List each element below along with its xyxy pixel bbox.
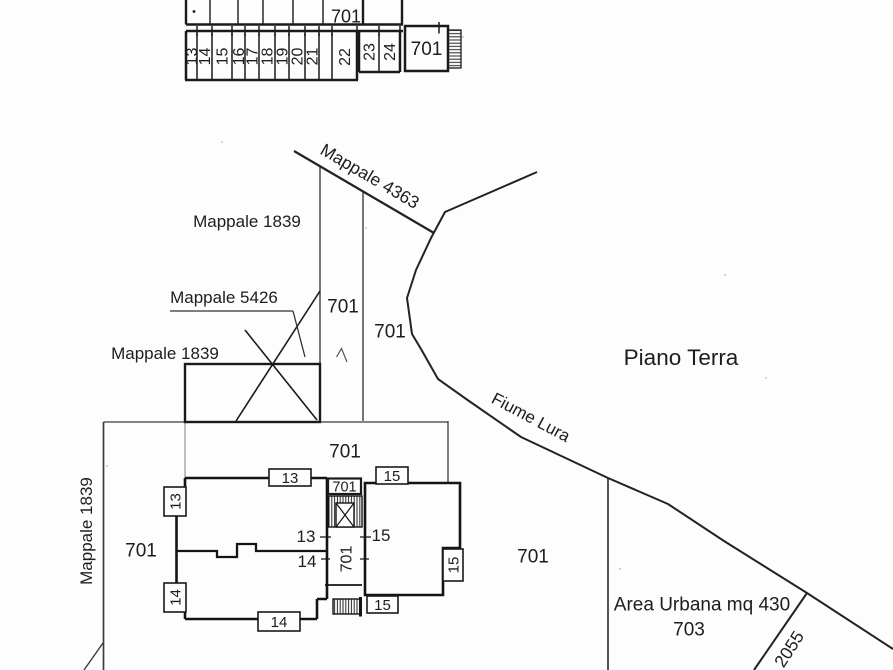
garage-box-701-label: 701 — [411, 39, 443, 60]
road-strip — [319, 167, 364, 421]
tag-box-13-left — [163, 486, 187, 517]
left-apartment-walls — [175, 476, 329, 621]
unit-tag-boxes — [163, 466, 464, 632]
parcel-701-right-label: 701 — [517, 547, 549, 568]
stall-19-label: 19 — [275, 48, 292, 66]
stall-14-label: 14 — [197, 48, 214, 66]
right-apartment-walls — [363, 481, 462, 597]
boundary-left-diagonal — [83, 642, 104, 670]
unit-15-bottom-tag: 15 — [374, 597, 391, 614]
stall-20-label: 20 — [290, 48, 307, 66]
mappale-1839-left-label: Mappale 1839 — [77, 477, 96, 585]
road-701-label-c: 701 — [329, 442, 361, 463]
garage-upper-row-dividers — [209, 0, 324, 24]
stall-13-label: 13 — [184, 48, 201, 66]
garage-upper-row-frame — [184, 0, 404, 26]
building-plan — [175, 476, 462, 621]
unit-15-right-tag: 15 — [445, 557, 462, 574]
garage-upper-701-label: 701 — [331, 6, 361, 26]
unit-boundary-ticks — [320, 536, 371, 560]
stair-hatch-box — [447, 29, 462, 69]
leader-arrow-mark — [335, 347, 348, 363]
floor-title: Piano Terra — [624, 345, 739, 370]
parcel-701-left-label: 701 — [125, 541, 157, 562]
unit-13-inner-label: 13 — [297, 527, 316, 546]
stall-24-label: 24 — [382, 43, 399, 61]
scan-noise — [106, 36, 767, 570]
area-urbana-label: Area Urbana mq 430 — [614, 595, 790, 616]
unit-14-inner-label: 14 — [298, 552, 317, 571]
unit-15-top-tag: 15 — [384, 468, 401, 485]
x-structure-diagonals — [235, 290, 321, 422]
garage-strip — [184, 0, 462, 82]
mappale-1839-mid-label: Mappale 1839 — [111, 344, 219, 363]
survey-ticks — [196, 22, 440, 36]
mappale-4363-line — [293, 150, 435, 234]
unit-14-left-tag: 14 — [167, 589, 184, 606]
parcel-2055-label: 2055 — [770, 627, 808, 670]
stall-21-label: 21 — [305, 48, 322, 66]
stall-18-label: 18 — [260, 48, 277, 66]
parcel-2055-line — [753, 592, 808, 670]
mappale-5426-leader — [170, 310, 306, 358]
stall-22-label: 22 — [337, 48, 354, 66]
core-701-tag-label: 701 — [332, 480, 356, 496]
unit-15-inner-label: 15 — [372, 526, 391, 545]
tag-box-701-core — [326, 477, 363, 496]
survey-dot — [192, 10, 196, 13]
tag-box-14-bottom — [257, 611, 301, 632]
road-701-label-a: 701 — [327, 297, 359, 318]
left-apartment-divider — [176, 542, 327, 559]
unit-14-bottom-tag: 14 — [271, 614, 288, 631]
x-marked-structure — [183, 290, 322, 424]
elevator-x-mark — [335, 502, 355, 528]
tag-box-15-top — [375, 466, 409, 485]
tag-box-15-right — [442, 548, 464, 582]
tag-box-13-top — [268, 468, 312, 487]
garage-stall-dividers — [196, 33, 380, 79]
tag-box-14-left — [163, 582, 187, 613]
river-line — [406, 171, 893, 650]
garage-stall-frame — [184, 29, 403, 82]
stall-23-label: 23 — [362, 43, 379, 61]
unit-13-left-tag: 13 — [167, 493, 184, 510]
river-label: Fiume Lura — [488, 389, 573, 446]
unit-13-top-tag: 13 — [282, 470, 299, 487]
mappale-4363-label: Mappale 4363 — [317, 139, 423, 212]
mappale-5426-label: Mappale 5426 — [170, 288, 278, 307]
stall-17-label: 17 — [245, 48, 262, 66]
mappale-1839-top-label: Mappale 1839 — [193, 212, 301, 231]
core-701-rotated-label: 701 — [339, 546, 356, 573]
parcel-703-label: 703 — [673, 620, 705, 641]
tag-box-15-bottom — [366, 595, 399, 614]
stall-15-label: 15 — [215, 48, 232, 66]
stairwell-lower-hatch — [332, 598, 361, 615]
stall-16-label: 16 — [231, 48, 248, 66]
x-structure-outline — [183, 362, 322, 424]
road-701-label-b: 701 — [374, 322, 406, 343]
